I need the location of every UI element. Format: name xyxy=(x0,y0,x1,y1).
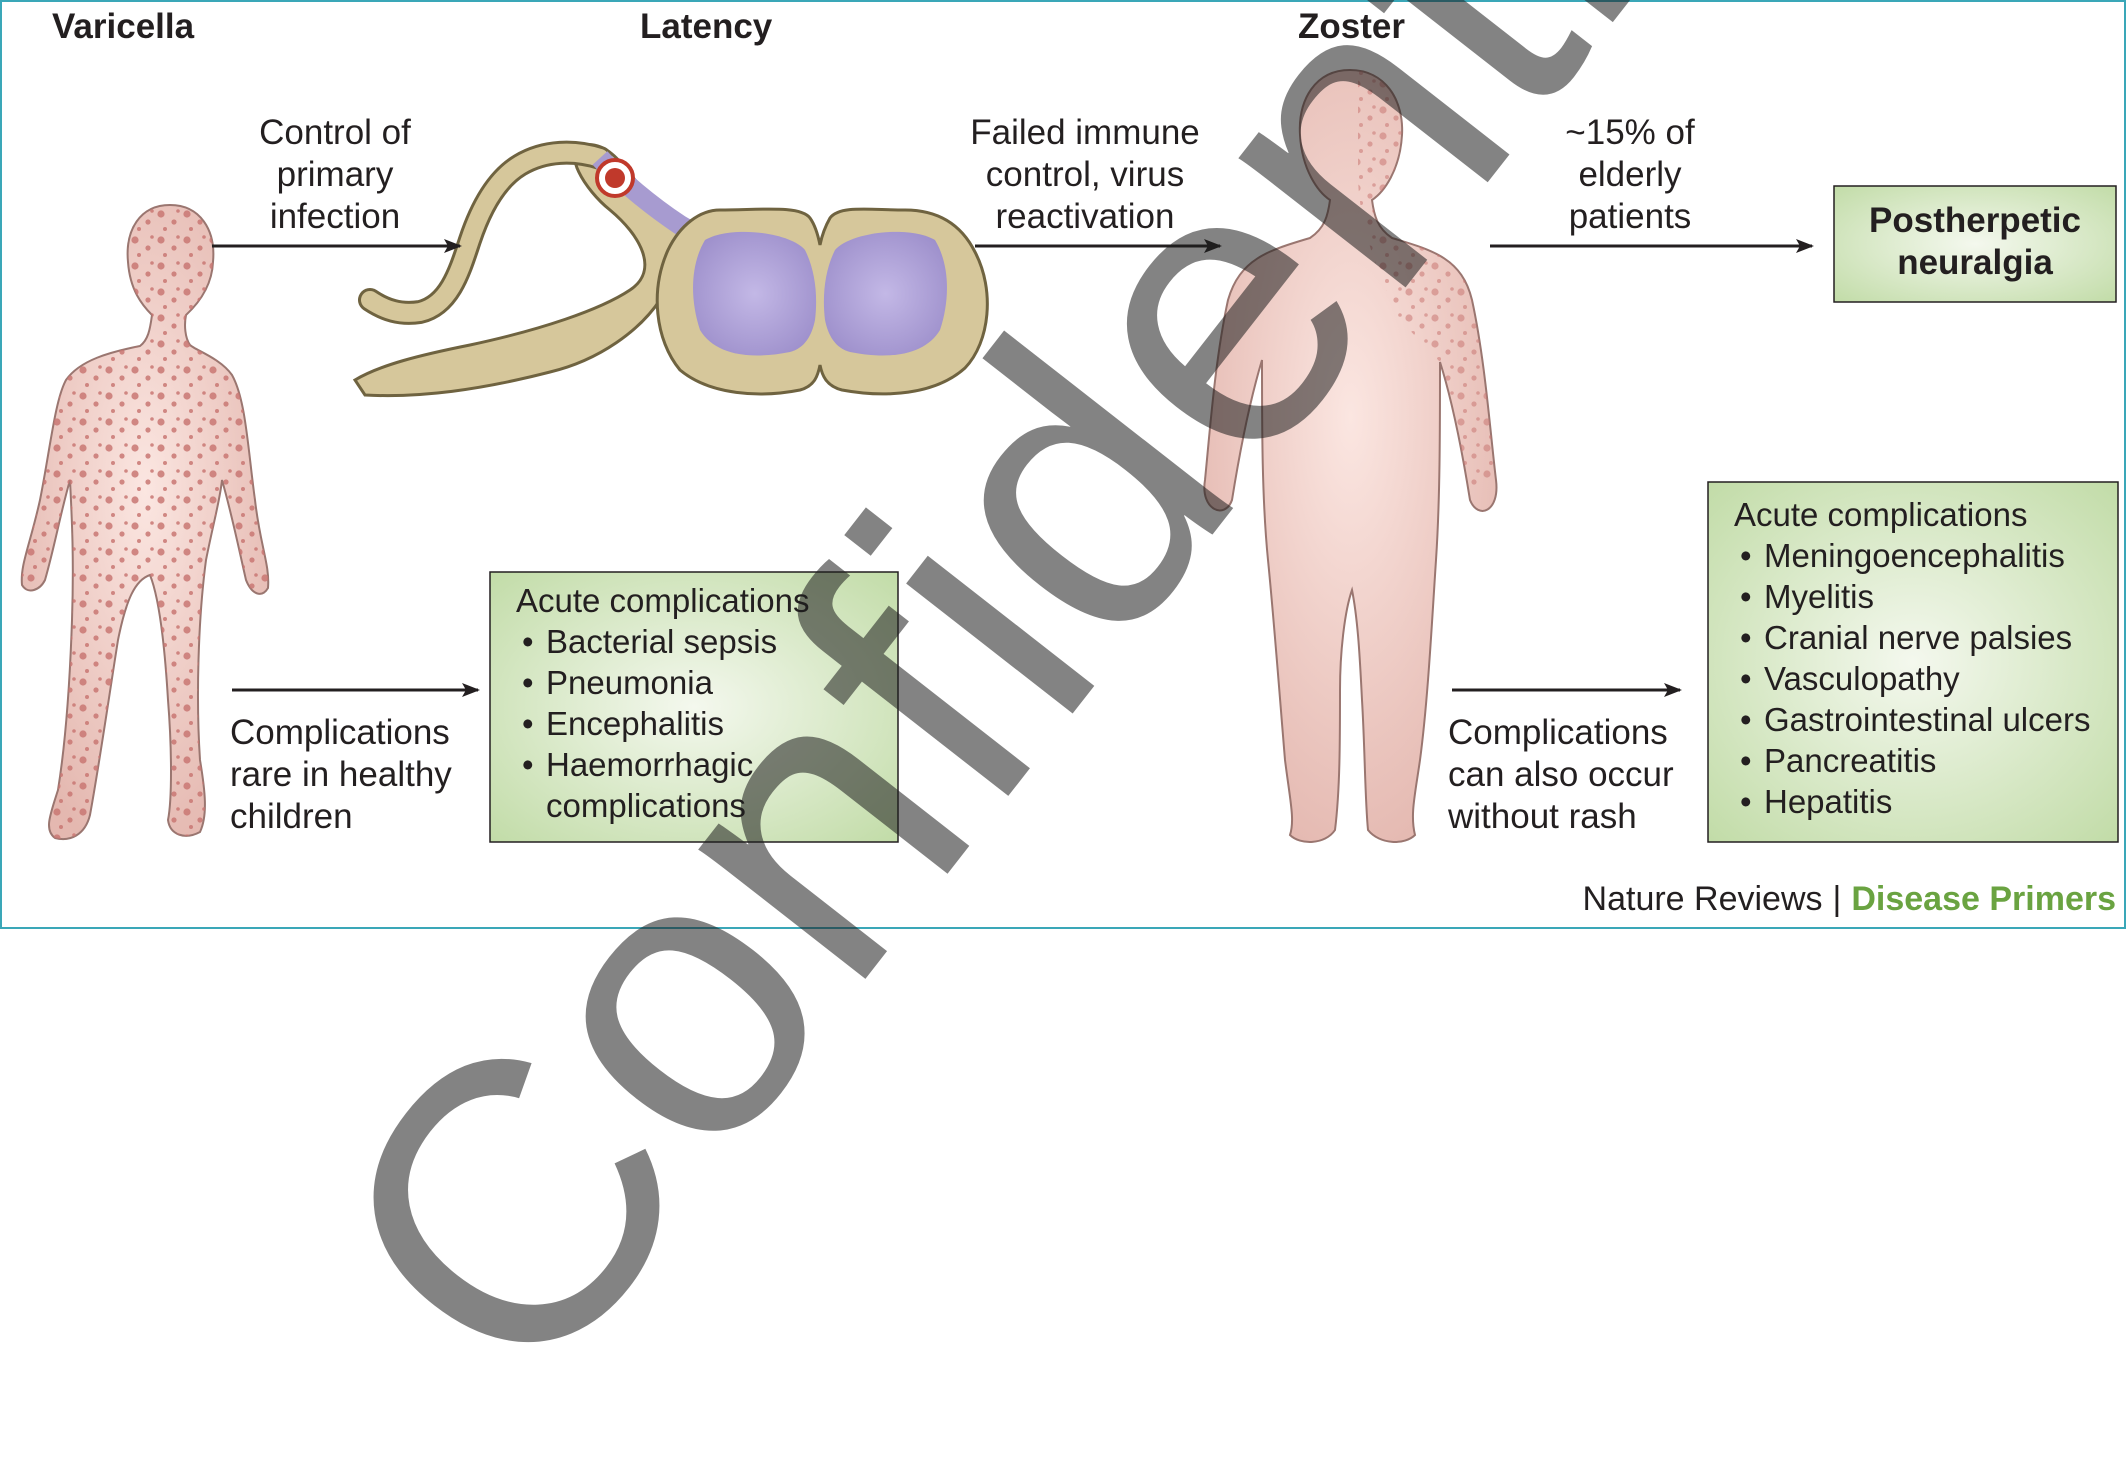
series-name: Disease Primers xyxy=(1851,880,2116,918)
list-item: Haemorrhagic complications xyxy=(516,744,896,826)
label-elderly: ~15% of elderly patients xyxy=(1530,112,1730,238)
journal-footer: Nature Reviews|Disease Primers xyxy=(1583,878,2116,920)
list-item: Gastrointestinal ulcers xyxy=(1734,699,2114,740)
list-item: Bacterial sepsis xyxy=(516,621,896,662)
list-item: Myelitis xyxy=(1734,576,2114,617)
list-item: Pneumonia xyxy=(516,662,896,703)
diagram-canvas: Varicella Latency Zoster Control of prim… xyxy=(0,0,2126,929)
list-item: Cranial nerve palsies xyxy=(1734,617,2114,658)
zoster-complications-box: Acute complications Meningoencephalitis … xyxy=(1734,494,2114,822)
zoster-box-title: Acute complications xyxy=(1734,494,2114,535)
list-item: Hepatitis xyxy=(1734,781,2114,822)
label-control-primary: Control of primary infection xyxy=(215,112,455,238)
header-zoster: Zoster xyxy=(1298,6,1405,48)
header-latency: Latency xyxy=(640,6,772,48)
list-item: Pancreatitis xyxy=(1734,740,2114,781)
publication-name: Nature Reviews xyxy=(1583,880,1823,918)
postherpetic-neuralgia-box: Postherpetic neuralgia xyxy=(1834,200,2116,284)
label-complications-children: Complications rare in healthy children xyxy=(230,712,490,838)
label-complications-no-rash: Complications can also occur without ras… xyxy=(1448,712,1708,838)
list-item: Encephalitis xyxy=(516,703,896,744)
varicella-box-title: Acute complications xyxy=(516,580,896,621)
list-item: Vasculopathy xyxy=(1734,658,2114,699)
header-varicella: Varicella xyxy=(52,6,194,48)
footer-separator: | xyxy=(1823,880,1852,918)
label-failed-immune: Failed immune control, virus reactivatio… xyxy=(950,112,1220,238)
list-item: Meningoencephalitis xyxy=(1734,535,2114,576)
varicella-complications-box: Acute complications Bacterial sepsis Pne… xyxy=(516,580,896,826)
